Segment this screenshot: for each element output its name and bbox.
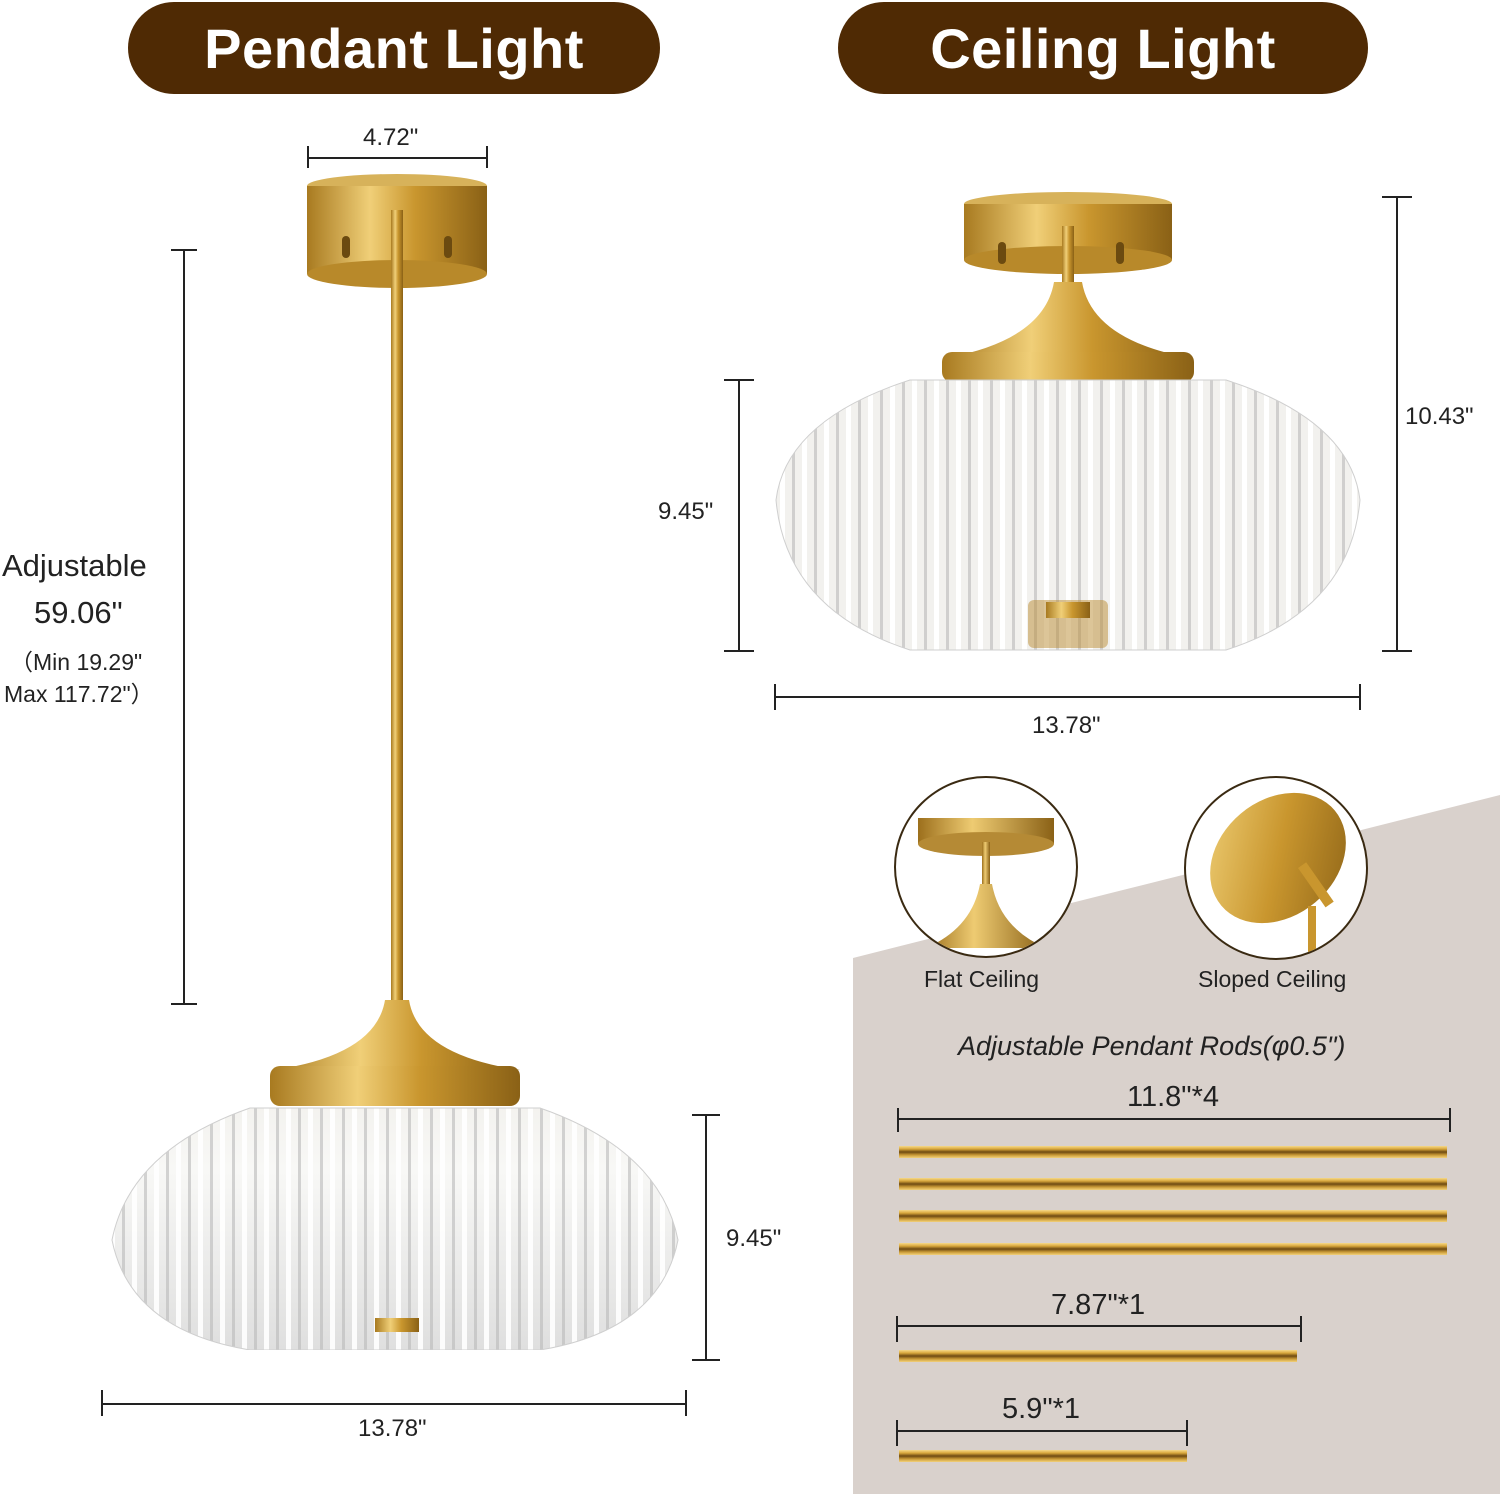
rod-11-8-2 bbox=[899, 1178, 1447, 1190]
rod-5-9-dimension-line bbox=[896, 1430, 1188, 1432]
dimension-tick bbox=[101, 1390, 103, 1416]
rod-5-9 bbox=[899, 1450, 1187, 1462]
pendant-height-max: Max 117.72"） bbox=[4, 681, 154, 707]
dimension-tick bbox=[724, 650, 754, 652]
ceiling-shade-height-label: 9.45" bbox=[658, 498, 714, 525]
dimension-tick bbox=[896, 1316, 898, 1342]
rods-title: Adjustable Pendant Rods(φ0.5") bbox=[958, 1031, 1346, 1061]
dimension-tick bbox=[1382, 196, 1412, 198]
pendant-shade-width-label: 13.78" bbox=[358, 1415, 427, 1442]
pendant-shade-height-line bbox=[705, 1114, 707, 1361]
dimension-tick bbox=[724, 379, 754, 381]
pendant-canopy-width-label: 4.72" bbox=[363, 124, 419, 151]
flat-ceiling-image bbox=[894, 776, 1078, 958]
flat-ceiling-mount-icon bbox=[918, 818, 1054, 948]
dimension-tick bbox=[1382, 650, 1412, 652]
ceiling-shade-width-label: 13.78" bbox=[1032, 712, 1101, 739]
pendant-light-title: Pendant Light bbox=[128, 2, 660, 94]
dimension-tick bbox=[1359, 684, 1361, 710]
pendant-height-label: Adjustable bbox=[2, 548, 147, 583]
rod-7-87-label: 7.87"*1 bbox=[1051, 1289, 1146, 1321]
dimension-tick bbox=[896, 1420, 898, 1446]
ceiling-total-height-label: 10.43" bbox=[1405, 403, 1474, 430]
dimension-tick bbox=[1186, 1420, 1188, 1446]
flat-ceiling-label: Flat Ceiling bbox=[924, 966, 1040, 992]
rod-11-8-dimension-line bbox=[897, 1118, 1451, 1120]
sloped-ceiling-mount-icon bbox=[1210, 792, 1346, 958]
pendant-shade-height-label: 9.45" bbox=[726, 1225, 782, 1252]
dimension-tick bbox=[774, 684, 776, 710]
ceiling-total-height-line bbox=[1396, 196, 1398, 652]
dimension-tick bbox=[1300, 1316, 1302, 1342]
dimension-tick bbox=[171, 1003, 197, 1005]
pendant-canopy-dimension-line bbox=[307, 157, 488, 159]
pendant-height-min: （Min 19.29" bbox=[10, 649, 143, 675]
dimension-tick bbox=[486, 146, 488, 168]
dimension-tick bbox=[685, 1390, 687, 1416]
dimension-tick bbox=[307, 146, 309, 168]
rod-5-9-label: 5.9"*1 bbox=[1002, 1393, 1081, 1425]
dimension-tick bbox=[692, 1114, 720, 1116]
ceiling-shade-width-line bbox=[774, 696, 1361, 698]
rod-11-8-1 bbox=[899, 1146, 1447, 1158]
dimension-tick bbox=[692, 1359, 720, 1361]
sloped-ceiling-image bbox=[1184, 776, 1368, 960]
ceiling-light-illustration bbox=[775, 192, 1361, 651]
ceiling-light-title: Ceiling Light bbox=[838, 2, 1368, 94]
pendant-height-value: 59.06" bbox=[34, 595, 123, 630]
dimension-tick bbox=[1449, 1108, 1451, 1132]
rod-7-87-dimension-line bbox=[896, 1325, 1301, 1327]
rod-7-87 bbox=[899, 1350, 1297, 1362]
pendant-light-illustration bbox=[111, 174, 679, 1350]
pendant-height-dimension-line bbox=[183, 249, 185, 1005]
dimension-tick bbox=[171, 249, 197, 251]
pendant-shade-width-line bbox=[101, 1403, 687, 1405]
ceiling-shade-height-line bbox=[738, 379, 740, 652]
dimension-tick bbox=[897, 1108, 899, 1132]
rod-11-8-4 bbox=[899, 1243, 1447, 1255]
rod-11-8-label: 11.8"*4 bbox=[1127, 1081, 1219, 1113]
sloped-ceiling-label: Sloped Ceiling bbox=[1198, 966, 1347, 992]
rod-11-8-3 bbox=[899, 1210, 1447, 1222]
